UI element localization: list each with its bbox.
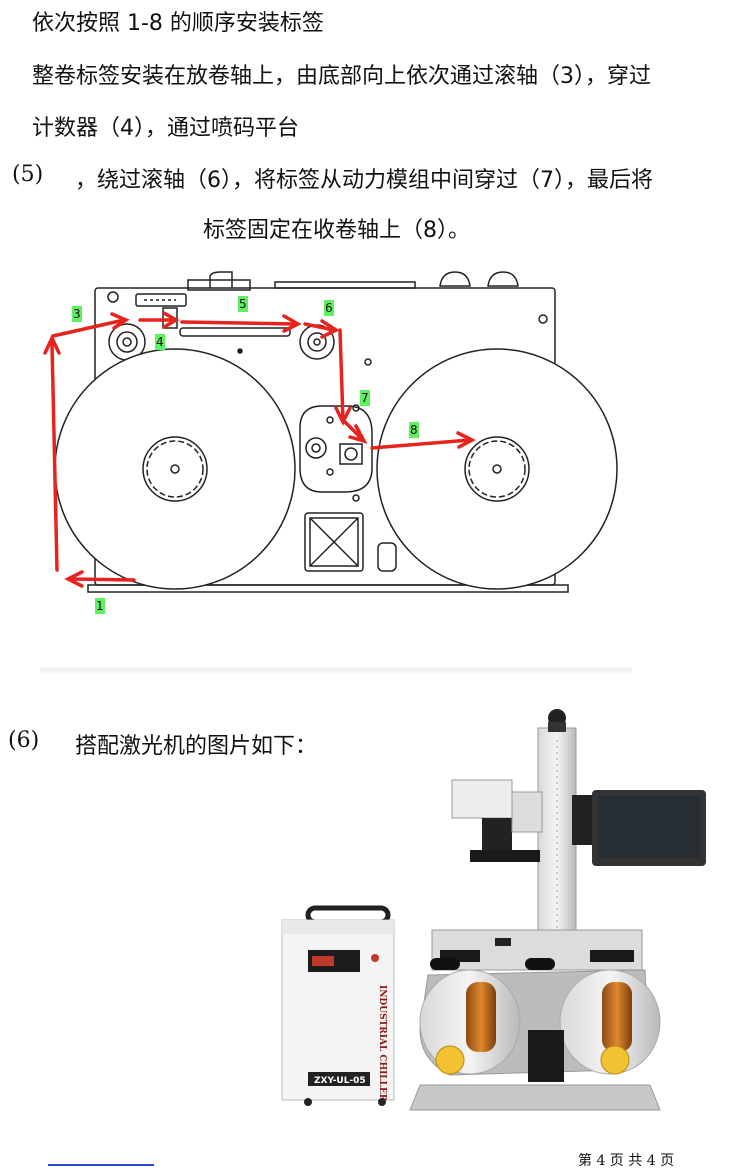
laser-machine-caption: 搭配激光机的图片如下： (75, 734, 318, 759)
step-number-5: (5) (12, 162, 44, 187)
label-path-diagram: 1 3 4 5 6 7 8 (43, 271, 618, 614)
step-tag-4: 4 (156, 335, 164, 349)
laser-machine-photo: INDUSTRIAL CHILLER ZXY-UL-05 (281, 709, 706, 1111)
step-tag-3: 3 (73, 307, 81, 321)
step-number-6: (6) (8, 728, 40, 753)
step-tag-5: 5 (239, 297, 247, 311)
instruction-line-4: ，绕过滚轴（6），将标签从动力模组中间穿过（7），最后将 (75, 168, 653, 193)
page-number: 第 4 页 共 4 页 (578, 1153, 675, 1169)
chiller-brand-label: INDUSTRIAL CHILLER (377, 985, 387, 1102)
step-tag-1: 1 (96, 599, 104, 613)
instruction-line-5: 标签固定在收卷轴上（8）。 (203, 218, 470, 243)
instruction-line-2: 整卷标签安装在放卷轴上，由底部向上依次通过滚轴（3），穿过 (32, 64, 651, 89)
step-tag-7: 7 (361, 391, 369, 405)
footer-link-underline (48, 1164, 154, 1166)
instruction-line-1: 依次按照 1-8 的顺序安装标签 (32, 11, 324, 36)
section-divider (40, 666, 632, 674)
step-tag-6: 6 (325, 301, 333, 315)
instruction-line-3: 计数器（4），通过喷码平台 (32, 116, 299, 141)
chiller-model-label: ZXY-UL-05 (314, 1076, 366, 1086)
step-tag-8: 8 (410, 423, 418, 437)
